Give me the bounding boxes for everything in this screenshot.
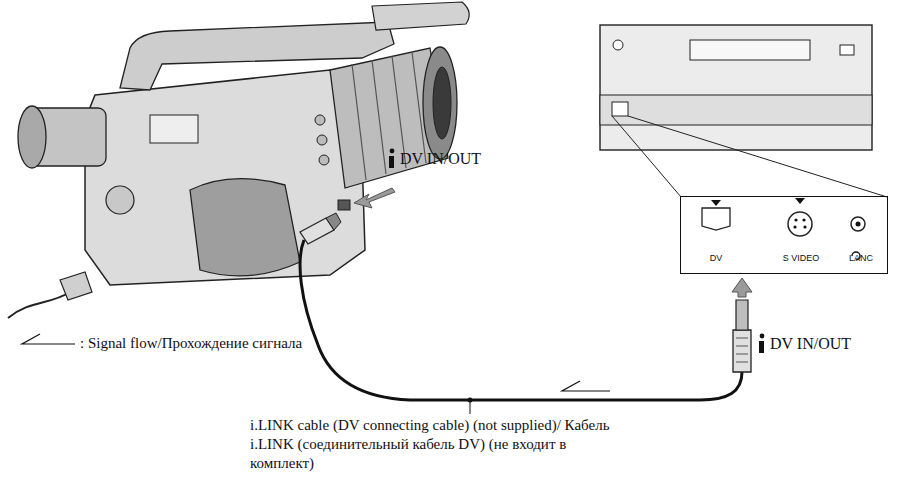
dv-port [338,200,350,210]
leader-dot [468,398,473,403]
eyecup [18,106,46,168]
connect-arrow [732,278,752,297]
callout-line [628,116,887,197]
lanc-jack [851,217,865,231]
ilink-icon [759,334,764,353]
lens-glass [433,67,451,139]
jack-cover [612,102,628,116]
cable-caption: i.LINK cable (DV connecting cable) (not … [250,416,622,472]
button [319,155,329,165]
dv-plug [733,330,751,372]
ilink-stem [389,156,394,168]
power-button [613,40,623,50]
vcr-body [600,25,872,150]
jack-pin [803,225,806,228]
ilink-dot [760,334,765,339]
hand-strap [190,179,300,276]
port-label: DV IN/OUT [770,334,851,354]
dv-jack [702,208,730,230]
button [317,135,327,145]
cassette-slot [690,40,810,60]
microphone [372,2,469,30]
port-label: DV IN/OUT [400,149,481,169]
lcd-panel [150,115,198,143]
s-video-jack [788,212,812,236]
jack-pin [793,225,796,228]
jack-label: S VIDEO [771,253,831,263]
camcorder-body [85,70,365,285]
jack-pin [856,222,861,227]
signal-flow-arrow [562,381,610,391]
legend-arrow [22,334,75,344]
jack-label: LANC [837,253,885,263]
button [315,115,325,125]
ilink-cable [300,240,742,400]
jack-label: DV [696,253,736,263]
callout-line [612,116,681,197]
connector-panel: DV S VIDEO LANC [680,196,888,274]
power-plug [60,272,92,300]
jack-marker [795,198,805,204]
mode-dial [106,186,134,214]
ilink-dot [390,149,395,154]
plug-tip [326,213,341,230]
jack-pin [802,218,805,221]
ilink-stem [759,341,764,353]
jack-pin [794,218,797,221]
lens-front [423,47,457,159]
jack-marker [711,200,721,206]
ilink-icon [389,149,394,168]
plug-tip [736,300,748,330]
legend-text: : Signal flow/Прохождение сигнала [80,334,302,353]
eject-button [840,45,854,55]
plug-grip [736,338,748,362]
power-cord [8,292,70,318]
connect-arrow [354,188,395,208]
